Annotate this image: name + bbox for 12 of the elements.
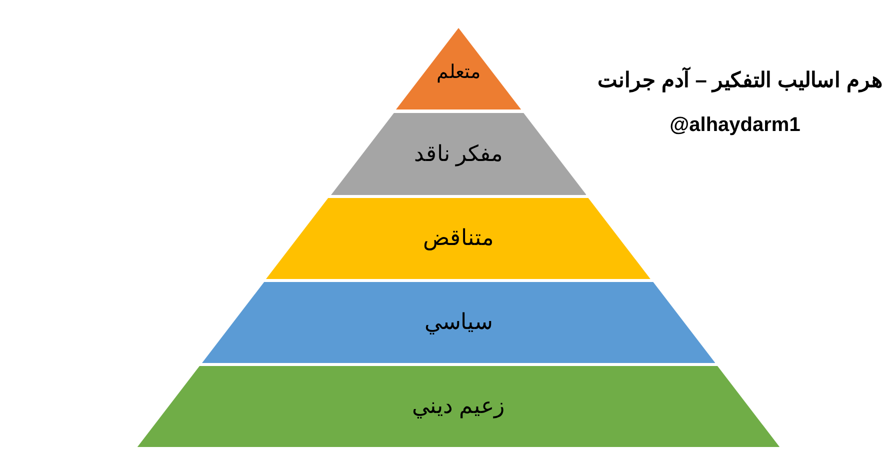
layer-label: متعلم bbox=[436, 60, 482, 84]
layer-label: مفكر ناقد bbox=[412, 140, 504, 166]
pyramid-layer bbox=[202, 282, 716, 362]
layer-label: سياسي bbox=[423, 309, 494, 335]
pyramid-layer bbox=[330, 112, 586, 194]
pyramid-layer bbox=[266, 198, 651, 278]
diagram-title: هرم اساليب التفكير – آدم جرانت bbox=[590, 68, 890, 93]
layer-label: متناقض bbox=[422, 225, 495, 251]
pyramid-top-triangle bbox=[396, 28, 522, 110]
pyramid-layer bbox=[137, 366, 780, 447]
layer-label: زعيم ديني bbox=[410, 393, 506, 420]
author-handle: @alhaydarm1 bbox=[668, 114, 802, 137]
